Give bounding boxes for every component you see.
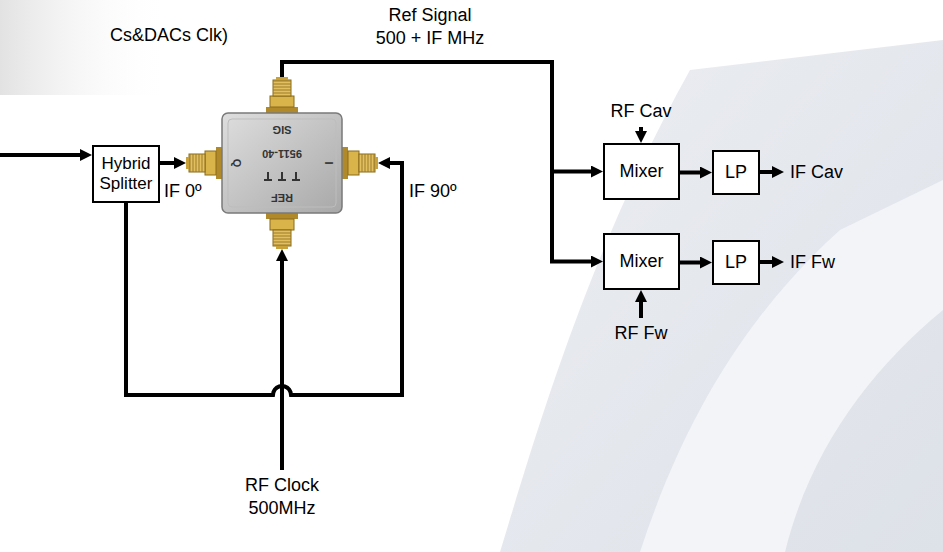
- connector-thread: [202, 154, 203, 172]
- signal-name: IF Fw: [790, 251, 835, 274]
- signal-connector: [160, 161, 174, 165]
- hybrid-splitter-box: Hybrid Splitter: [92, 145, 160, 203]
- background-swoosh: [500, 40, 943, 552]
- connector-barrel: [189, 154, 205, 172]
- connector-thread: [190, 154, 191, 172]
- signal-name: Ref Signal 500 + IF MHz: [365, 4, 495, 51]
- port-name: Q: [231, 159, 242, 168]
- connector-barrel: [273, 230, 291, 246]
- connector-thread: [273, 239, 291, 240]
- connector-barrel: [273, 80, 291, 96]
- signal-name: RF Clock 500MHz: [232, 474, 332, 521]
- connector-nut: [348, 151, 359, 175]
- block-title: Mixer: [620, 251, 664, 273]
- input-arrow: [0, 153, 80, 157]
- logo-mark: [281, 172, 283, 180]
- mixer-box: Mixer: [603, 143, 680, 200]
- connector-thread: [273, 87, 291, 88]
- sma-connector: [342, 147, 378, 179]
- connector-nut: [205, 151, 216, 175]
- connector-tip: [375, 157, 378, 169]
- connector-thread: [368, 154, 369, 172]
- component-body: [222, 113, 342, 213]
- connector-thread: [273, 236, 291, 237]
- connector-nut: [270, 219, 294, 230]
- component-bevel: [228, 119, 336, 207]
- rf-input-arrow: [639, 302, 643, 318]
- sma-connector: [186, 147, 222, 179]
- output-arrow: [760, 260, 772, 264]
- connector-thread: [196, 154, 197, 172]
- connector-thread: [371, 154, 372, 172]
- connector-thread: [273, 93, 291, 94]
- lowpass-box: LP: [712, 150, 760, 195]
- quadrature-component: SIG Q 9511-40I REF: [186, 77, 378, 249]
- sma-connector: [266, 213, 298, 249]
- port-name: I: [323, 161, 334, 164]
- connector-tip: [276, 77, 288, 80]
- connector-flange: [266, 107, 298, 113]
- connector-flange: [342, 147, 348, 179]
- signal-connector: [282, 62, 591, 262]
- connector-thread: [273, 242, 291, 243]
- port-signal-name: IF 90º: [409, 180, 457, 203]
- signal-name: IF Cav: [790, 161, 843, 184]
- connector-thread: [193, 154, 194, 172]
- rf-input-arrow: [639, 127, 643, 131]
- connector-thread: [273, 245, 291, 246]
- signal-connector: [680, 171, 700, 175]
- background-fade: [0, 0, 170, 95]
- port-name: SIG: [273, 124, 292, 135]
- connector-thread: [365, 154, 366, 172]
- block-title: LP: [725, 162, 747, 184]
- connector-thread: [273, 84, 291, 85]
- connector-thread: [273, 81, 291, 82]
- connector-nut: [270, 96, 294, 107]
- connector-flange: [216, 147, 222, 179]
- connector-flange: [266, 213, 298, 219]
- connector-thread: [199, 154, 200, 172]
- connector-thread: [273, 233, 291, 234]
- mixer-box: Mixer: [603, 233, 680, 290]
- clock-arrow: [280, 261, 284, 470]
- connector-thread: [273, 90, 291, 91]
- connector-tip: [186, 157, 189, 169]
- signal-name: RF Fw: [615, 322, 668, 345]
- connector-tip: [276, 246, 288, 249]
- block-title: LP: [725, 252, 747, 274]
- connector-thread: [374, 154, 375, 172]
- sma-connector: [266, 77, 298, 113]
- connector-thread: [362, 154, 363, 172]
- component-photo: [186, 77, 378, 249]
- port-signal-name: IF 0º: [164, 180, 202, 203]
- part-number: 9511-40: [262, 148, 302, 159]
- signal-connector: [680, 261, 700, 265]
- output-arrow: [760, 170, 772, 174]
- port-name: REF: [271, 192, 293, 203]
- logo-mark: [267, 172, 269, 180]
- block-title: Mixer: [620, 161, 664, 183]
- lowpass-box: LP: [712, 240, 760, 285]
- signal-name: RF Cav: [610, 100, 671, 123]
- logo-mark: [295, 172, 297, 180]
- signal-name: Cs&DACs Clk): [110, 24, 228, 47]
- connector-barrel: [359, 154, 375, 172]
- block-title: Hybrid Splitter: [94, 154, 158, 195]
- background-band: [640, 180, 943, 552]
